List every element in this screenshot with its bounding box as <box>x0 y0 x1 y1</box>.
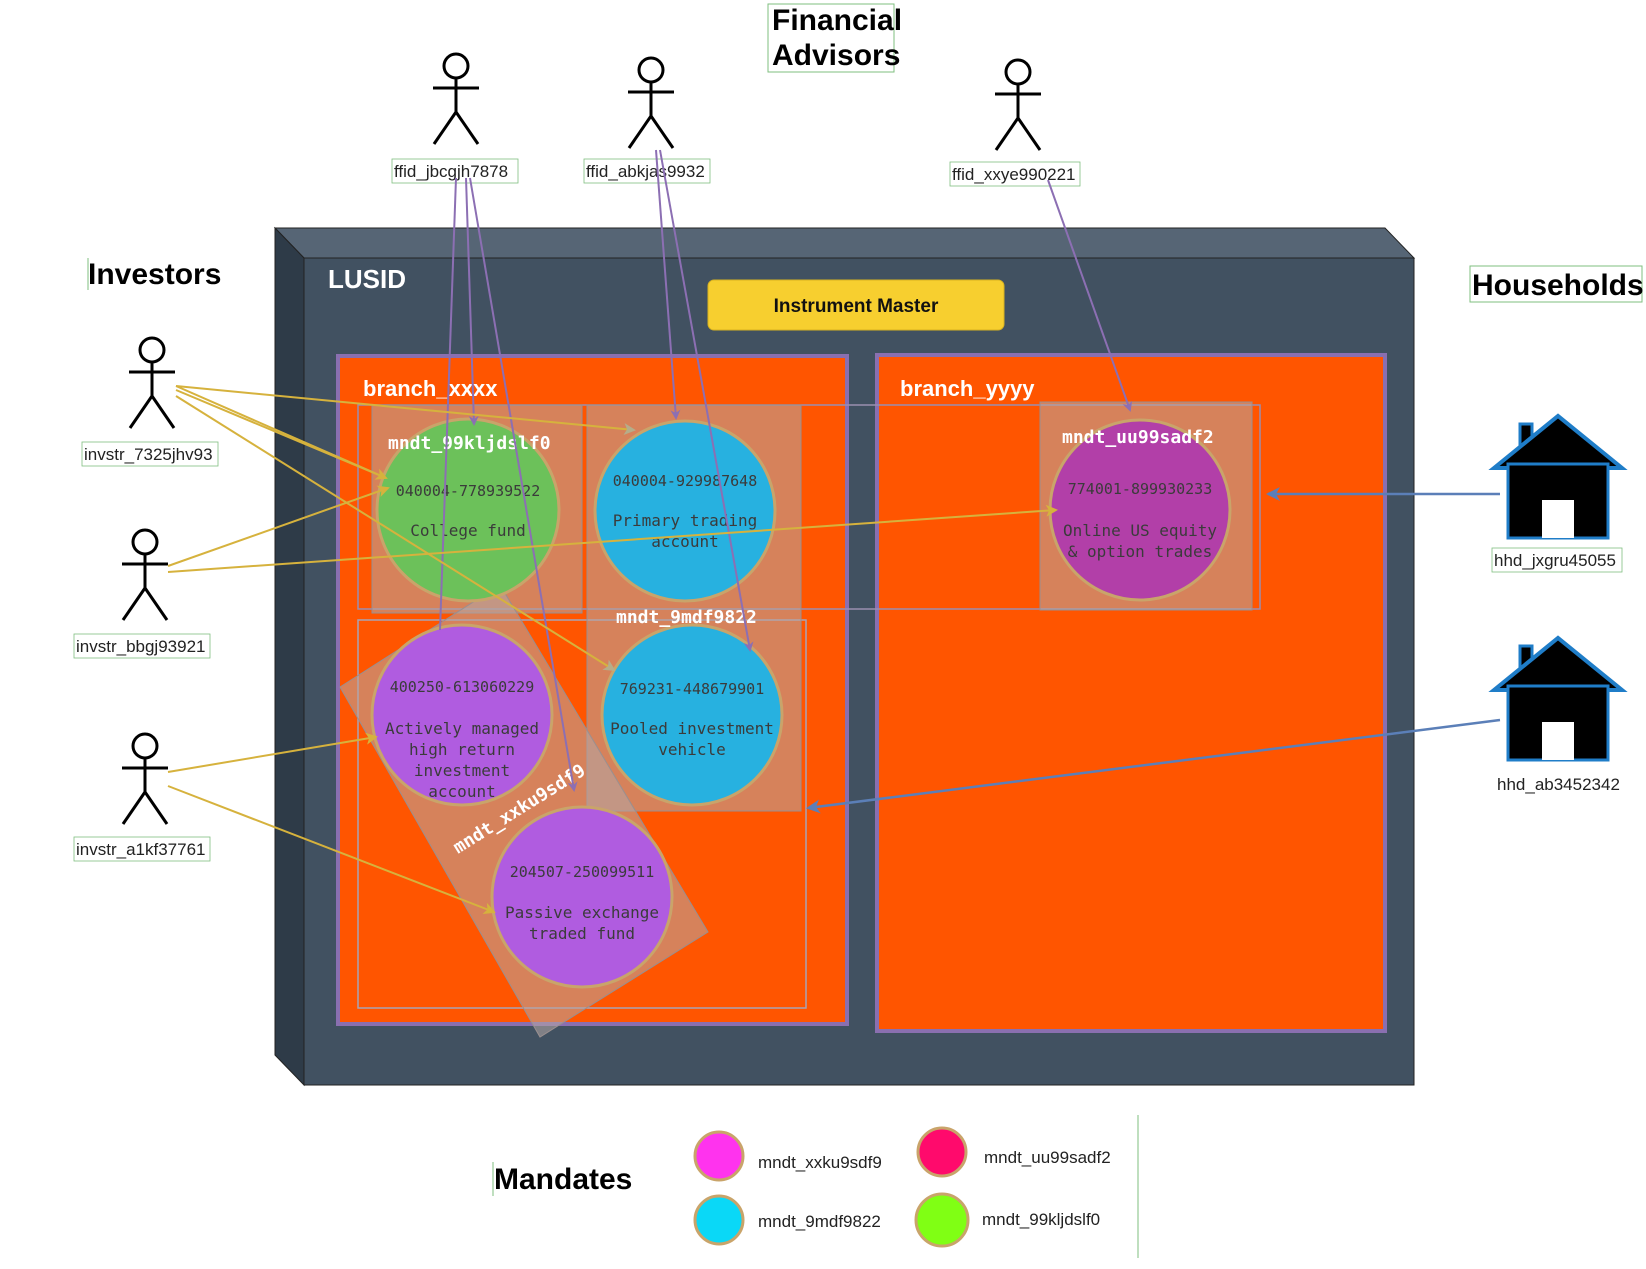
account-description: Actively managed <box>385 719 539 738</box>
mandate-9mdf9822-title: mndt_9mdf9822 <box>616 607 757 628</box>
legend-label: mndt_xxku9sdf9 <box>758 1153 882 1172</box>
investor-arrow <box>175 385 387 479</box>
legend-label: mndt_uu99sadf2 <box>984 1148 1111 1167</box>
account-description: investment <box>414 761 510 780</box>
account-number: 040004-778939522 <box>396 482 541 500</box>
household-group-outline <box>357 404 1261 610</box>
account-description: vehicle <box>658 740 725 759</box>
advisor-arrow <box>659 149 754 652</box>
mandates-legend-title: Mandates <box>494 1163 632 1196</box>
advisor-actor[interactable] <box>432 52 480 145</box>
mandates-legend: Mandates mndt_xxku9sdf9 mndt_uu99sadf2 m… <box>492 1115 1139 1258</box>
investor-arrow <box>175 385 636 436</box>
legend-swatch <box>693 1130 745 1182</box>
svg-text:Financial: Financial <box>772 4 902 37</box>
house-icon[interactable] <box>1488 635 1628 762</box>
mandate-uu99sadf2-title: mndt_uu99sadf2 <box>1062 427 1214 448</box>
advisor-actor[interactable] <box>994 58 1042 151</box>
advisor-arrow <box>469 177 578 792</box>
account-circle <box>375 417 561 603</box>
advisor-arrow <box>1047 179 1133 412</box>
household-label: hhd_ab3452342 <box>1497 775 1620 794</box>
house-icon[interactable] <box>1488 413 1628 540</box>
investor-arrow <box>167 504 1058 573</box>
account-number: 774001-899930233 <box>1068 480 1213 498</box>
account-description: & option trades <box>1068 542 1213 561</box>
account-description: traded fund <box>529 924 635 943</box>
investor-actor[interactable] <box>121 732 169 825</box>
household-arrows <box>806 487 1501 814</box>
advisor-arrow <box>439 177 457 631</box>
actor-label: invstr_bbgj93921 <box>76 637 205 656</box>
instrument-master-label: Instrument Master <box>774 296 939 317</box>
investor-actor[interactable] <box>128 336 176 429</box>
label-outline <box>81 441 219 467</box>
household-label: hhd_jxgru45055 <box>1494 551 1616 570</box>
lusid-title: LUSID <box>328 264 406 294</box>
mandate-99kljdslf0-title: mndt_99kljdslf0 <box>388 433 551 454</box>
label-outline <box>1491 547 1623 573</box>
svg-text:Advisors: Advisors <box>772 39 900 72</box>
svg-text:Households: Households <box>1472 269 1644 302</box>
investor-arrow <box>167 785 496 914</box>
actor-label: ffid_xxye990221 <box>952 165 1076 184</box>
label-outline <box>73 836 211 862</box>
branch-yyyy[interactable]: branch_yyyy <box>875 353 1387 1033</box>
legend-label: mndt_99kljdslf0 <box>982 1210 1100 1229</box>
account-circle <box>593 419 777 603</box>
branch-xxxx-title: branch_xxxx <box>363 376 498 401</box>
account-description: Online US equity <box>1063 521 1217 540</box>
actor-label: ffid_abkjas9932 <box>586 162 705 181</box>
account-circle <box>490 805 674 989</box>
investor-actor[interactable] <box>121 528 169 621</box>
account-description: Pooled investment <box>610 719 774 738</box>
households-header: Households <box>1469 265 1644 303</box>
advisor-arrow <box>655 149 681 420</box>
label-outline <box>949 161 1081 187</box>
advisor-actor[interactable] <box>627 56 675 149</box>
account-description: College fund <box>410 521 526 540</box>
investor-arrow <box>175 395 616 672</box>
account-number: 040004-929987648 <box>613 472 758 490</box>
account-description: account <box>428 782 495 801</box>
account-description: high return <box>409 740 515 759</box>
legend-label: mndt_9mdf9822 <box>758 1212 881 1231</box>
actor-label: ffid_jbcgjh7878 <box>394 162 508 181</box>
legend-swatch <box>916 1126 968 1178</box>
investor-arrow <box>167 485 390 567</box>
account-number: 204507-250099511 <box>510 863 655 881</box>
label-outline <box>73 633 211 659</box>
advisor-arrows <box>439 149 1133 792</box>
account-number: 769231-448679901 <box>620 680 765 698</box>
household-arrow <box>806 718 1501 814</box>
legend-swatch <box>914 1192 970 1248</box>
legend-swatch <box>693 1194 745 1246</box>
investor-arrow <box>167 732 378 773</box>
branch-yyyy-title: branch_yyyy <box>900 376 1035 401</box>
investors-header: Investors <box>87 258 221 291</box>
advisor-arrow <box>465 177 479 426</box>
account-description: Primary trading <box>613 511 758 530</box>
actor-label: invstr_a1kf37761 <box>76 840 205 859</box>
financial-advisors-header: Financial Advisors <box>767 3 902 73</box>
account-description: Passive exchange <box>505 903 659 922</box>
instrument-master[interactable]: Instrument Master <box>707 279 1005 331</box>
account-number: 400250-613060229 <box>390 678 535 696</box>
account-circle <box>370 623 554 807</box>
account-circle <box>600 623 784 807</box>
svg-text:Investors: Investors <box>88 258 221 291</box>
label-outline <box>583 158 711 184</box>
actor-label: invstr_7325jhv93 <box>84 445 213 464</box>
investor-arrows <box>167 385 1058 914</box>
